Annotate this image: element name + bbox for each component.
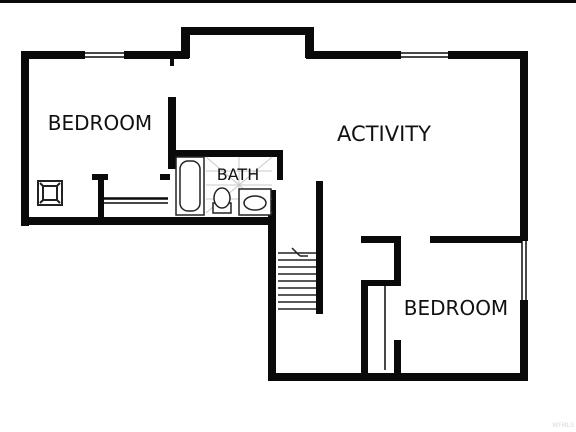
bathtub-icon xyxy=(175,156,205,216)
room-label-activity: ACTIVITY xyxy=(337,122,431,146)
watermark: WFMLS xyxy=(552,422,574,429)
water-heater-icon xyxy=(37,180,63,206)
toilet-icon xyxy=(212,187,232,214)
windows xyxy=(85,52,527,370)
room-label-bedroom-right: BEDROOM xyxy=(404,296,508,320)
walls xyxy=(21,27,528,381)
room-label-bath: BATH xyxy=(217,165,259,184)
stairs-icon xyxy=(278,247,316,310)
room-label-bedroom-left: BEDROOM xyxy=(48,111,152,135)
sink-icon xyxy=(238,188,272,216)
top-border xyxy=(0,0,576,3)
